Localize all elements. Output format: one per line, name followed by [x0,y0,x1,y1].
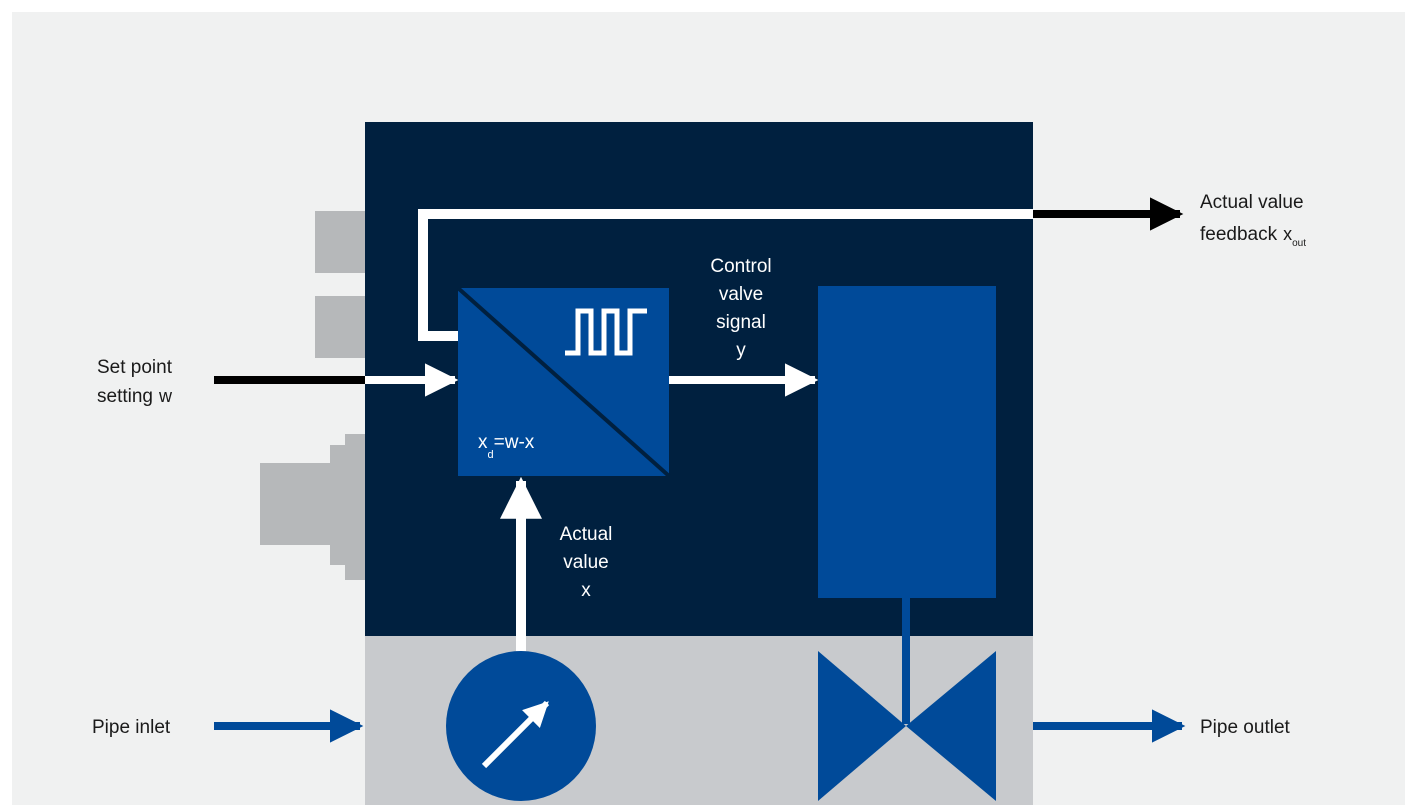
actual-value-line1: Actual [560,524,613,545]
side-connectors [260,211,365,580]
actual-value-symbol: x [581,580,591,601]
connector-plug [260,434,365,580]
control-signal-line2: valve [719,284,763,305]
feedback-loop-line [418,209,1033,336]
valve-right-wing [906,651,996,801]
pipe-outlet-label: Pipe outlet [1200,717,1291,738]
control-signal-line1: Control [710,256,771,277]
valve-actuator-block [818,286,996,598]
actual-value-line2: value [563,552,608,573]
gauge-needle [481,700,550,769]
feedback-label-line1: Actual value [1200,192,1304,213]
set-point-label-line1: Set point [97,357,173,378]
pipe-inlet-label: Pipe inlet [92,717,171,738]
controller-block: xd=w-x [456,286,671,478]
controller-formula: xd=w-x [478,432,535,461]
valve-left-wing [818,651,906,801]
butterfly-valve-icon [818,651,996,801]
pwm-square-wave-icon [565,308,647,356]
controller-diagonal [456,286,671,478]
control-signal-symbol: y [736,340,746,361]
gauge-arrow-icon [446,651,596,801]
control-signal-line3: signal [716,312,766,333]
connector-top [315,211,365,273]
control-signal-label: Control valve signal y [710,256,771,361]
connector-middle [315,296,365,358]
actual-value-label: Actual value x [560,524,613,601]
